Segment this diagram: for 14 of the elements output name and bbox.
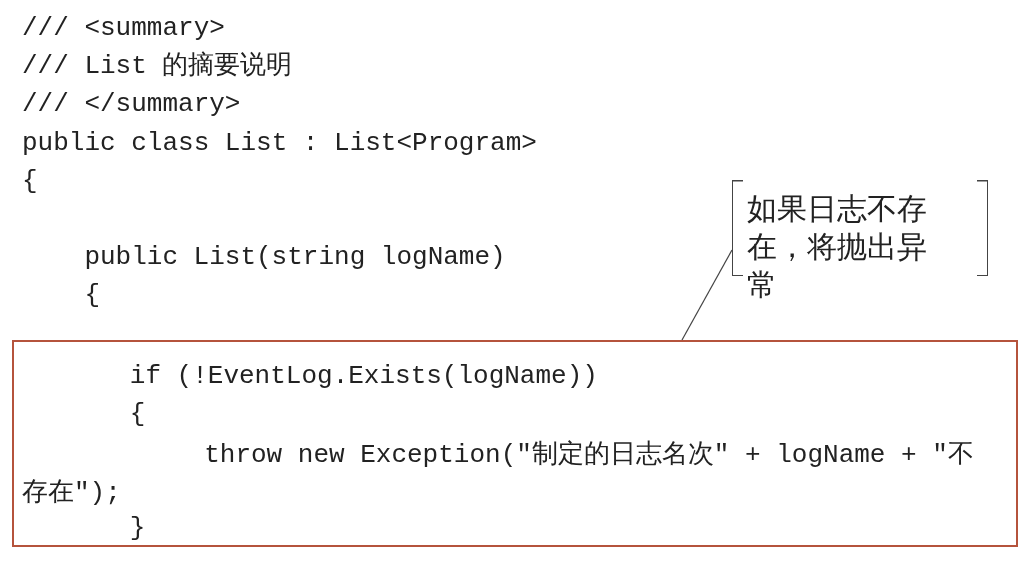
- code-line: /// </summary>: [22, 88, 241, 120]
- highlight-box: [12, 340, 1018, 547]
- code-line: {: [22, 165, 38, 197]
- code-line: }: [129, 512, 146, 544]
- code-line: throw new Exception("制定的日志名次" + logName + "不存在");: [22, 439, 975, 510]
- leader-line: [681, 249, 733, 341]
- code-line: public List(string logName): [84, 241, 506, 273]
- code-line: /// <summary>: [22, 12, 225, 44]
- code-line: public class List : List<Program>: [22, 127, 537, 159]
- code-line: /// List 的摘要说明: [22, 50, 293, 82]
- code-line: if (!EventLog.Exists(logName)): [129, 360, 598, 392]
- code-line: {: [84, 279, 100, 311]
- callout-text: 如果日志不存在，将抛出异常: [747, 190, 928, 304]
- code-line: {: [129, 398, 146, 430]
